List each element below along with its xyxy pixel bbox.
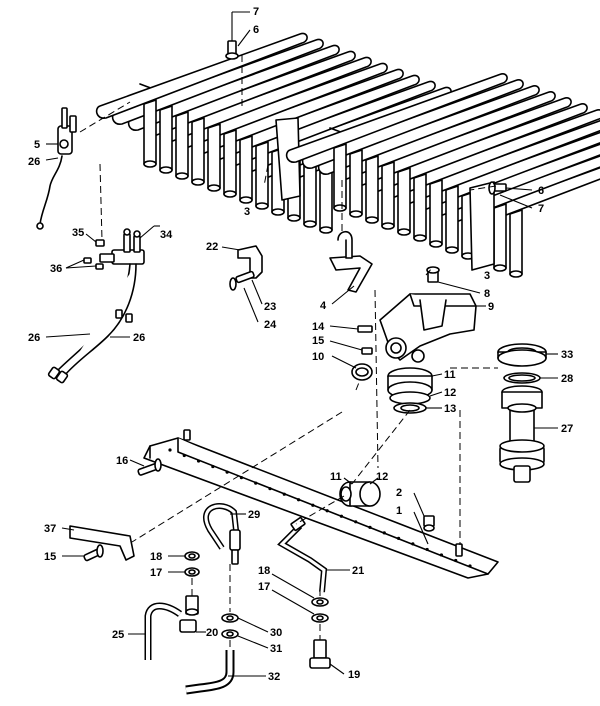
callout-19: 19 (348, 669, 360, 681)
callout-15: 15 (312, 335, 324, 347)
seal-ring-28 (503, 372, 558, 384)
bracket-37 (61, 525, 135, 561)
callout-26-right: 26 (133, 332, 145, 344)
callout-28: 28 (561, 373, 573, 385)
o-ring-10 (331, 355, 373, 381)
callout-22: 22 (206, 241, 218, 253)
bracket-22 (221, 245, 263, 279)
ignition-electrode-34 (99, 225, 160, 265)
callout-17-left: 17 (150, 567, 162, 579)
screw-top (225, 11, 251, 60)
screw-23-24 (229, 270, 263, 323)
bracket-4 (329, 230, 373, 305)
screw-2 (413, 492, 435, 532)
callout-37: 37 (44, 523, 56, 535)
callout-32: 32 (268, 671, 280, 683)
pipe-21 (277, 516, 350, 593)
callout-20: 20 (206, 627, 218, 639)
callout-11-bottom: 11 (330, 471, 342, 483)
washers-17-18-left (168, 551, 200, 577)
screw-8 (426, 266, 481, 294)
callout-27: 27 (561, 423, 573, 435)
electrode-lead-26-top (36, 155, 63, 230)
pilot-burner-5 (46, 107, 77, 155)
fitting-11-12 (339, 477, 381, 507)
callout-8: 8 (484, 288, 490, 300)
callout-30: 30 (270, 627, 282, 639)
callout-35: 35 (72, 227, 84, 239)
pipe-32 (185, 650, 266, 695)
callout-16: 16 (116, 455, 128, 467)
callout-6-right: 6 (538, 185, 544, 197)
callout-6-top: 6 (253, 24, 259, 36)
washers-17-18-right (271, 573, 329, 623)
valve-body-27 (499, 385, 558, 483)
callout-labels: 7 6 5 26 3 6 7 35 34 22 36 3 8 23 4 9 24… (28, 6, 573, 683)
callout-1: 1 (396, 505, 402, 517)
callout-15-left: 15 (44, 551, 56, 563)
screw-16 (129, 458, 162, 476)
burner-assembly-right (285, 73, 600, 278)
callout-21: 21 (352, 565, 364, 577)
screw-right (488, 181, 533, 209)
pilot-pipe-29 (203, 503, 246, 565)
clip-35 (85, 233, 105, 247)
screw-15-left (62, 544, 104, 562)
fitting-19 (309, 639, 345, 675)
callout-25: 25 (112, 629, 124, 641)
gas-manifold-bar-1 (143, 429, 499, 579)
pipe-25 (128, 602, 183, 660)
callout-34: 34 (160, 229, 173, 241)
filter-stack-11-12-13 (387, 367, 443, 414)
callout-7-right: 7 (538, 203, 544, 215)
callout-36: 36 (50, 263, 62, 275)
screw-15 (329, 340, 373, 355)
callout-18-left: 18 (150, 551, 162, 563)
callout-13: 13 (444, 403, 456, 415)
callout-12-bottom: 12 (376, 471, 388, 483)
callout-31: 31 (270, 643, 282, 655)
callout-7-top: 7 (253, 6, 259, 18)
o-ring-33 (497, 343, 558, 367)
centerlines (79, 55, 498, 650)
callout-5: 5 (34, 139, 40, 151)
callout-10: 10 (312, 351, 324, 363)
callout-14: 14 (312, 321, 325, 333)
callout-11-top: 11 (444, 369, 456, 381)
callout-12-top: 12 (444, 387, 456, 399)
callout-3-right: 3 (484, 270, 490, 282)
screw-14 (329, 325, 373, 333)
callout-29: 29 (248, 509, 260, 521)
callout-24: 24 (264, 319, 277, 331)
screws-36 (65, 257, 104, 270)
manifold-block-9 (379, 293, 486, 363)
callout-2: 2 (396, 487, 402, 499)
callout-3-left: 3 (244, 206, 250, 218)
callout-17-right: 17 (258, 581, 270, 593)
manifold-bar-holes (168, 448, 472, 568)
ignition-leads-26 (45, 263, 137, 384)
callout-9: 9 (488, 301, 494, 313)
callout-33: 33 (561, 349, 573, 361)
callout-23: 23 (264, 301, 276, 313)
callout-4: 4 (320, 300, 327, 312)
fitting-20 (179, 595, 206, 633)
callout-26-left: 26 (28, 332, 40, 344)
callout-26-top: 26 (28, 156, 40, 168)
washers-30-31 (221, 613, 269, 649)
callout-18-right: 18 (258, 565, 270, 577)
